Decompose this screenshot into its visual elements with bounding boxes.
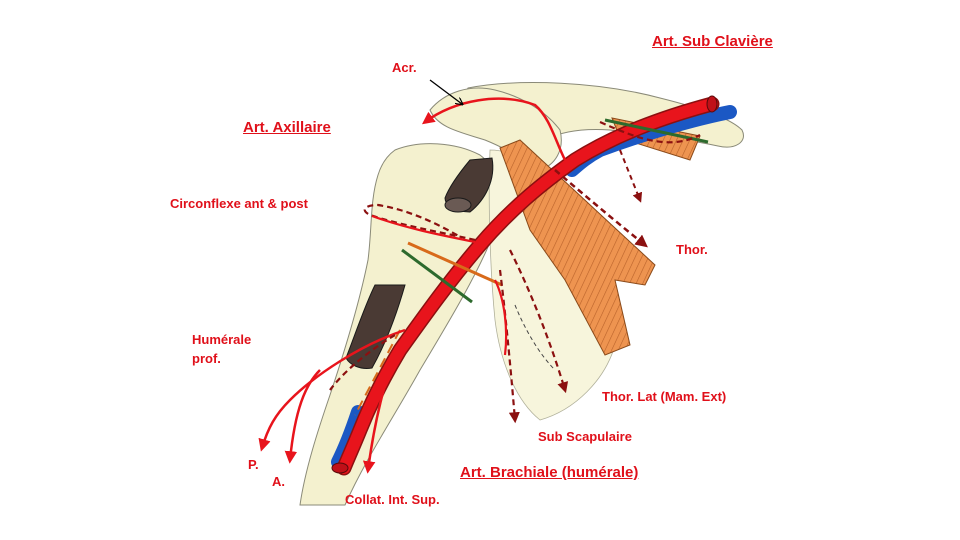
subscapular-solid [494,279,508,356]
acromion-pointer-arrow [429,79,462,104]
artery-cut-end-bottom [331,462,349,474]
tendon-upper-end [444,197,472,213]
label-collateral: Collat. Int. Sup. [345,492,440,507]
label-brachial-artery: Art. Brachiale (humérale) [460,464,639,481]
nerve-bar-green [401,248,473,304]
scapula-dashed-edge [514,304,556,371]
label-deep-brachial-line1: Humérale [192,332,252,347]
tendon-lower [345,284,406,369]
subscapular-branch [498,269,520,424]
label-circumflex: Circonflexe ant & post [170,196,308,211]
nerve-orange-dashed [354,329,401,416]
artery-cut-end-top [706,95,718,113]
deep-brachial-branch [258,328,406,452]
circumflex-solid [371,214,476,244]
label-anterior: A. [272,474,285,489]
label-thoracic: Thor. [676,242,708,257]
thoracic-branch [554,169,648,248]
label-acromial: Acr. [392,60,417,75]
lateral-thoracic-branch [509,249,569,394]
deep-brachial-a [284,369,321,464]
tendons [345,157,494,369]
circumflex-branch [363,203,476,242]
branches [258,97,701,474]
acromial-branch [421,97,567,161]
label-subscapular: Sub Scapulaire [538,429,632,444]
label-subclavian-artery: Art. Sub Clavière [652,33,773,50]
label-deep-brachial-line2: prof. [192,351,221,366]
label-posterior: P. [248,457,259,472]
deep-brachial-dashed [329,334,396,391]
subclavian-dashed [599,120,701,144]
label-lateral-thoracic: Thor. Lat (Mam. Ext) [602,389,727,404]
collateral-branch [362,384,387,474]
upper-thoracic-branch [619,149,643,203]
label-axillary-artery: Art. Axillaire [243,119,331,136]
nerve-bar-orange [407,241,503,287]
